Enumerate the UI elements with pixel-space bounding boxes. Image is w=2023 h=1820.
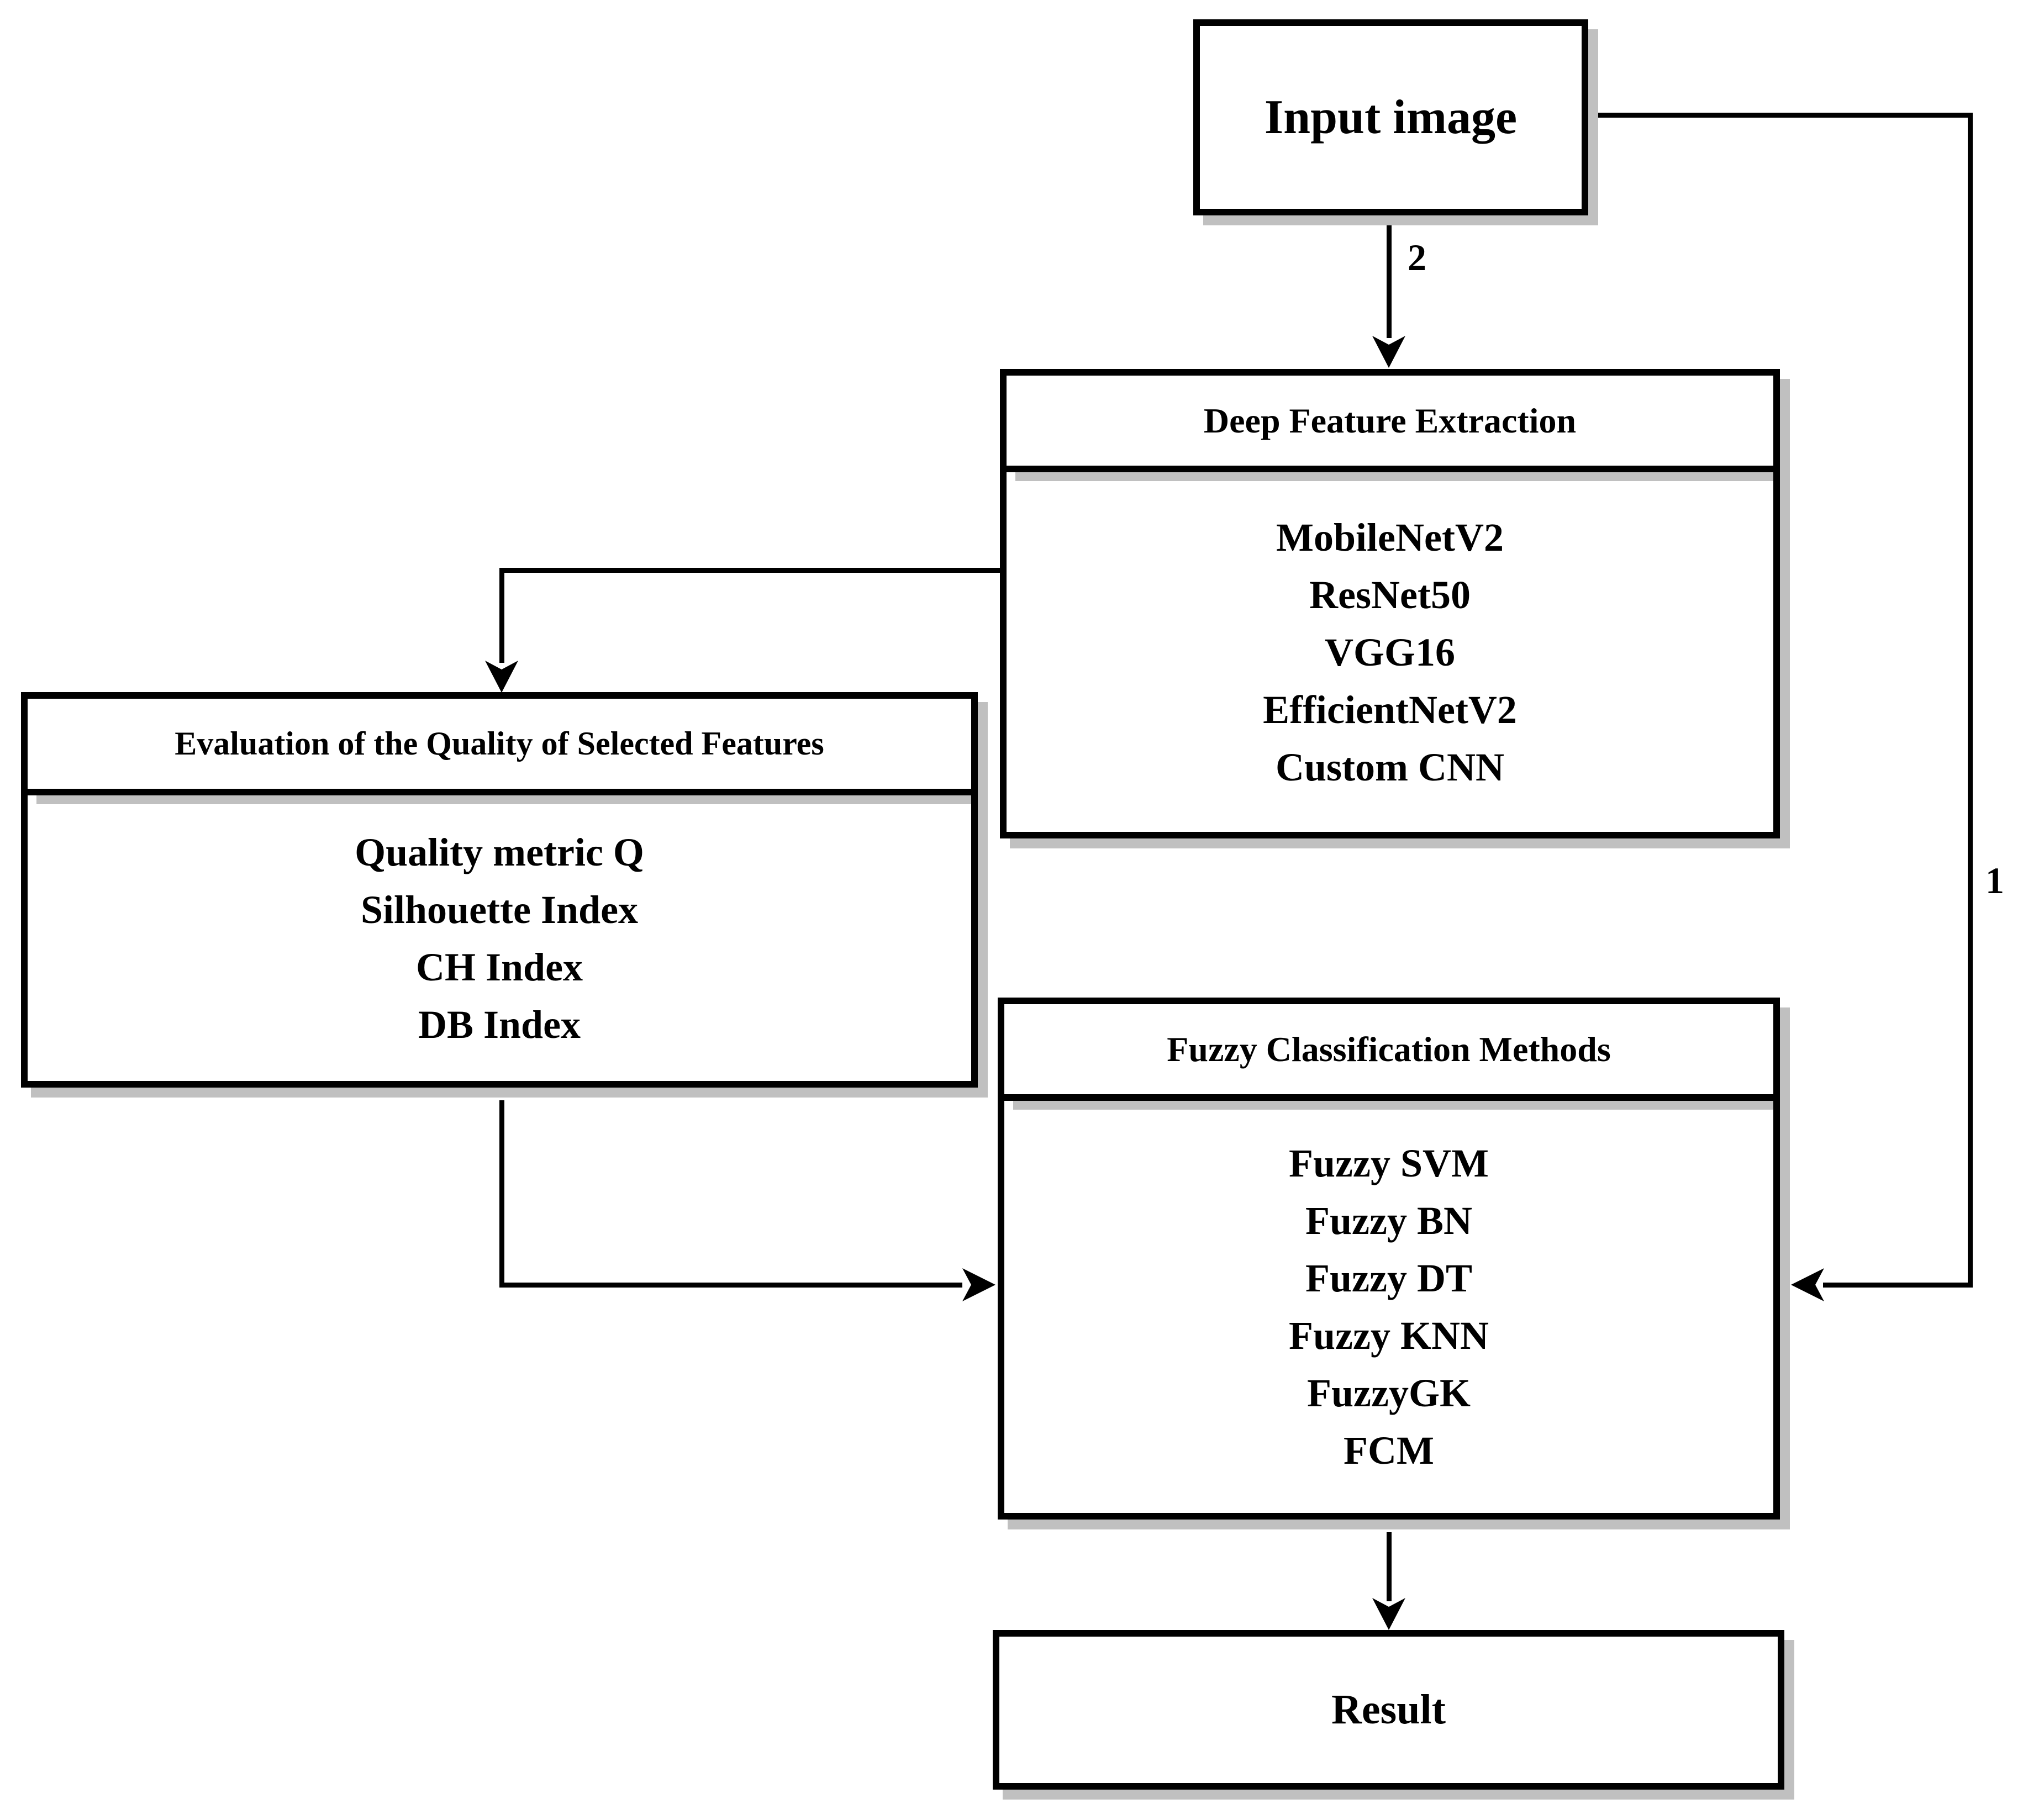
list-item: ResNet50 bbox=[1309, 572, 1471, 617]
edge-fuzzy-to-result-line bbox=[1387, 1532, 1392, 1601]
arrowhead-down-icon bbox=[1372, 1598, 1405, 1630]
deep-feature-extraction-title: Deep Feature Extraction bbox=[1203, 400, 1577, 440]
evaluation-list: Quality metric Q Silhouette Index CH Index… bbox=[28, 795, 971, 1081]
fuzzy-classification-header: Fuzzy Classification Methods bbox=[1004, 1004, 1773, 1101]
edge-label-1: 1 bbox=[1985, 859, 2004, 901]
edge-eval-to-fuzzy-horizontal-line bbox=[499, 1283, 962, 1288]
list-item: CH Index bbox=[415, 945, 583, 989]
list-item: FuzzyGK bbox=[1307, 1371, 1471, 1415]
edge-input-to-fuzzy-top-line bbox=[1588, 113, 1973, 118]
arrowhead-left-icon bbox=[1791, 1268, 1824, 1301]
evaluation-header: Evaluation of the Quality of Selected Fe… bbox=[28, 699, 971, 795]
list-item: Quality metric Q bbox=[355, 830, 644, 874]
fuzzy-classification-title: Fuzzy Classification Methods bbox=[1167, 1029, 1611, 1069]
list-item: EfficientNetV2 bbox=[1263, 687, 1517, 732]
edge-dfe-to-eval-vertical-line bbox=[499, 568, 504, 663]
list-item: FCM bbox=[1344, 1428, 1434, 1473]
arrowhead-down-icon bbox=[485, 661, 518, 693]
list-item: Custom CNN bbox=[1276, 745, 1504, 789]
fuzzy-classification-list: Fuzzy SVM Fuzzy BN Fuzzy DT Fuzzy KNN FuzzyG… bbox=[1004, 1101, 1773, 1513]
result-label: Result bbox=[1331, 1686, 1446, 1733]
input-image-label: Input image bbox=[1264, 91, 1518, 144]
list-item: VGG16 bbox=[1324, 630, 1455, 674]
edge-input-to-dfe-line bbox=[1387, 215, 1392, 338]
arrowhead-right-icon bbox=[962, 1268, 995, 1301]
list-item: Fuzzy BN bbox=[1305, 1199, 1472, 1243]
deep-feature-extraction-header: Deep Feature Extraction bbox=[1007, 376, 1773, 472]
list-item: MobileNetV2 bbox=[1276, 515, 1504, 560]
edge-input-to-fuzzy-vertical-line bbox=[1968, 113, 1973, 1288]
list-item: Fuzzy SVM bbox=[1289, 1141, 1489, 1185]
list-item: Silhouette Index bbox=[360, 887, 639, 932]
arrowhead-down-icon bbox=[1372, 336, 1405, 368]
evaluation-title: Evaluation of the Quality of Selected Fe… bbox=[175, 725, 824, 762]
list-item: Fuzzy DT bbox=[1305, 1256, 1472, 1300]
edge-input-to-fuzzy-bottom-line bbox=[1823, 1283, 1973, 1288]
list-item: DB Index bbox=[418, 1002, 581, 1047]
input-image-node: Input image bbox=[1193, 19, 1588, 215]
edge-dfe-to-eval-horizontal-line bbox=[502, 568, 1000, 573]
evaluation-node: Evaluation of the Quality of Selected Fe… bbox=[21, 692, 978, 1088]
edge-label-2: 2 bbox=[1408, 236, 1426, 278]
result-node: Result bbox=[993, 1630, 1784, 1790]
edge-eval-to-fuzzy-vertical-line bbox=[499, 1100, 504, 1288]
list-item: Fuzzy KNN bbox=[1289, 1313, 1489, 1358]
